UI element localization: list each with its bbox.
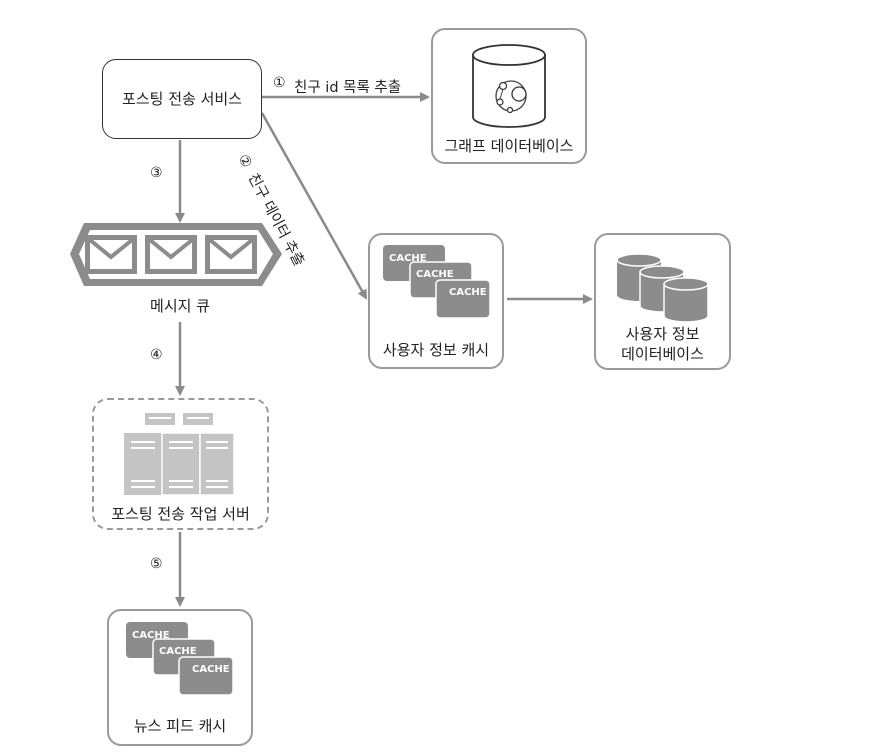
envelope-icon — [205, 235, 257, 274]
news-feed-cache-label: 뉴스 피드 캐시 — [133, 717, 227, 735]
posting-service-label: 포스팅 전송 서비스 — [122, 90, 242, 108]
cache-label: CACHE — [449, 287, 487, 298]
cache-label: CACHE — [132, 630, 170, 641]
message-queue-label: 메시지 큐 — [150, 297, 210, 315]
cache-label: CACHE — [192, 664, 230, 675]
cache-label: CACHE — [416, 269, 454, 280]
envelope-icon — [145, 235, 197, 274]
envelope-icon — [85, 235, 137, 274]
user-db-label-line1: 사용자 정보 — [625, 325, 700, 343]
message-queue-icon — [70, 223, 282, 286]
server-rack-icon — [124, 413, 235, 496]
user-cache-box — [368, 233, 504, 369]
news-cache-icon: CACHE CACHE CACHE — [126, 622, 234, 696]
user-db-label-line2: 데이터베이스 — [621, 345, 704, 363]
user-cache-icon: CACHE CACHE CACHE — [383, 245, 491, 319]
news-feed-cache-box — [107, 609, 253, 746]
graph-db-label: 그래프 데이터베이스 — [444, 137, 574, 155]
user-db-icon — [616, 253, 709, 323]
database-cylinder-icon — [663, 277, 709, 323]
arrow-service-to-user-cache — [260, 112, 368, 300]
step-1-label: 친구 id 목록 추출 — [294, 80, 402, 96]
posting-service-box — [102, 59, 262, 139]
step-5-marker: ⑤ — [150, 556, 163, 572]
step-3-marker: ③ — [150, 165, 163, 181]
graph-db-icon — [472, 44, 546, 128]
graph-db-box — [431, 28, 587, 164]
step-1-marker: ① — [273, 75, 286, 91]
user-db-box — [594, 233, 731, 370]
cache-label: CACHE — [159, 646, 197, 657]
user-cache-label: 사용자 정보 캐시 — [382, 341, 490, 359]
step-4-marker: ④ — [150, 347, 163, 363]
cache-label: CACHE — [389, 253, 427, 264]
workers-label: 포스팅 전송 작업 서버 — [111, 505, 250, 523]
workers-box — [92, 398, 269, 530]
